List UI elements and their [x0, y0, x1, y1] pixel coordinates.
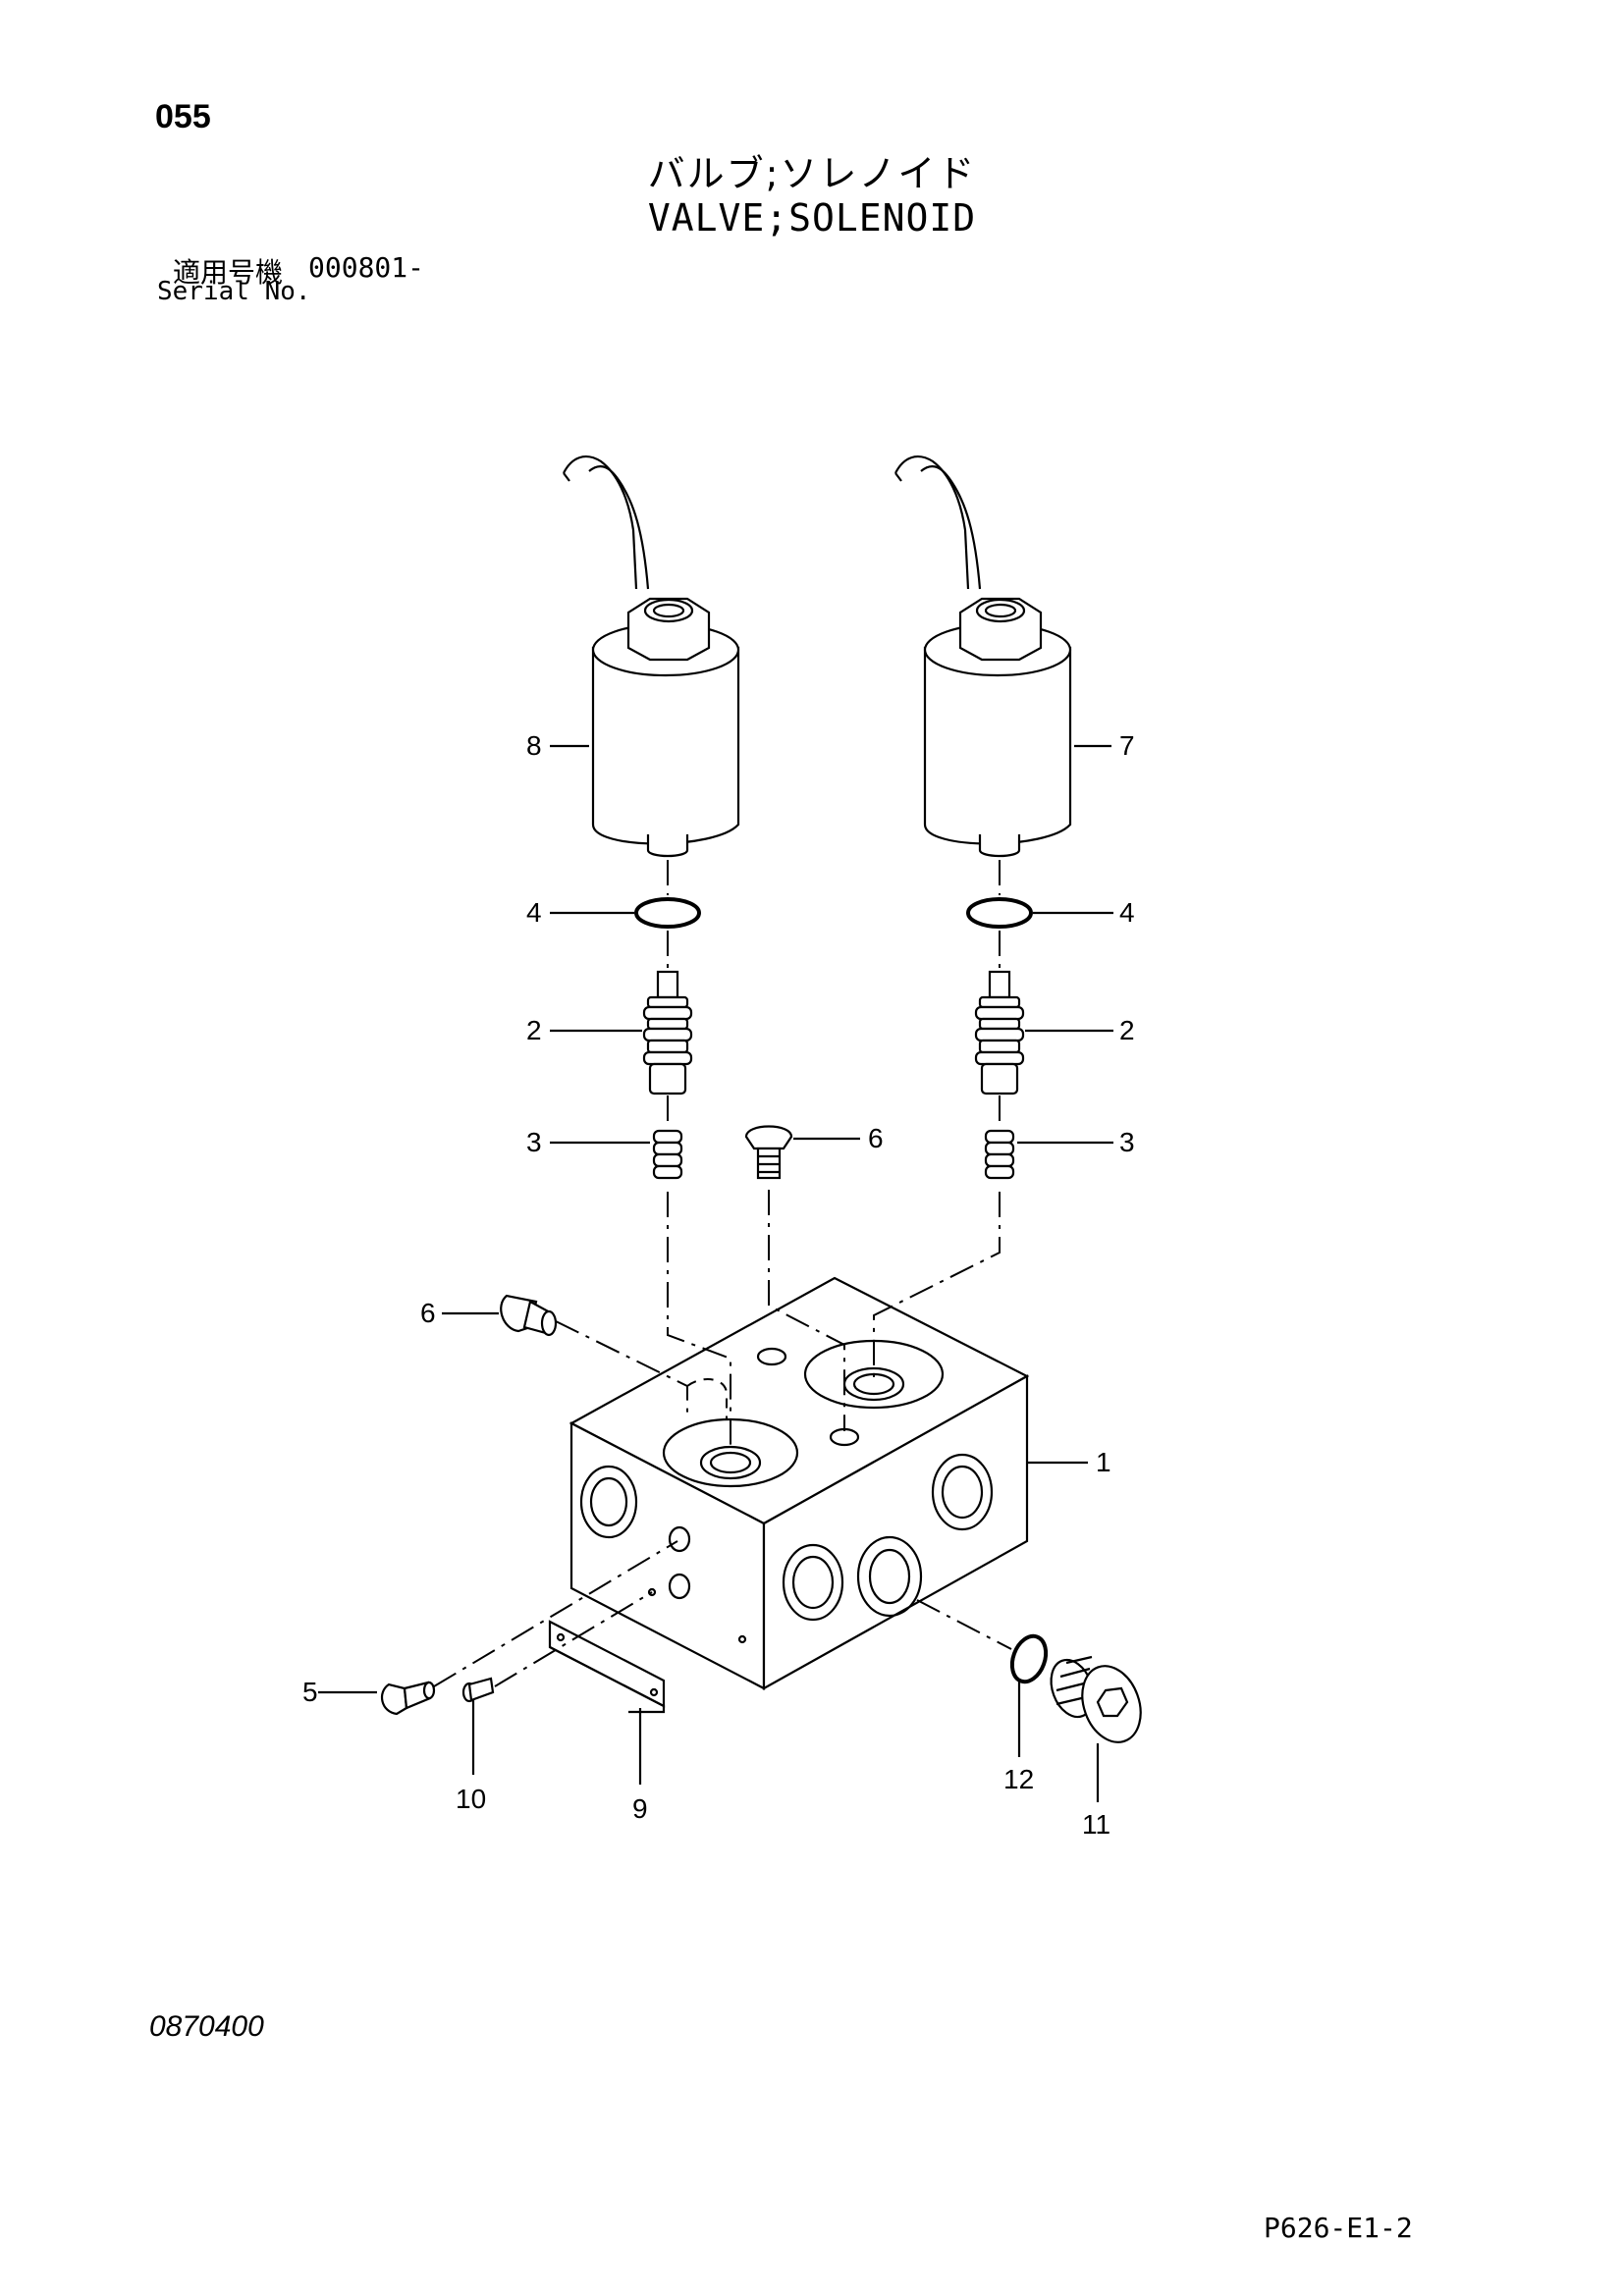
drawing-number: 0870400: [149, 2010, 264, 2043]
solenoid-coil-right: [894, 455, 1072, 858]
port-plug: [1050, 1655, 1142, 1743]
callout-10: 10: [456, 1784, 486, 1814]
plug-side: [500, 1294, 558, 1337]
spring-left: [652, 1129, 683, 1180]
callout-1: 1: [1096, 1447, 1111, 1477]
serial-label-english: Serial No.: [157, 277, 311, 306]
callout-2-left: 2: [526, 1015, 542, 1045]
callout-11: 11: [1082, 1809, 1110, 1840]
leader-lines: [318, 744, 1113, 1802]
sheet-code: P626-E1-2: [1264, 2212, 1413, 2244]
spring-right: [984, 1129, 1015, 1180]
screw-front: [380, 1681, 436, 1716]
solenoid-coil-left: [563, 455, 740, 858]
callout-6-top: 6: [868, 1123, 884, 1153]
page-number: 055: [155, 98, 211, 135]
callout-7: 7: [1119, 730, 1135, 761]
valve-body: [568, 1276, 1030, 1690]
o-ring-right: [966, 897, 1033, 929]
callout-3-left: 3: [526, 1127, 542, 1157]
callout-9: 9: [632, 1793, 648, 1824]
rivet: [461, 1677, 495, 1703]
callout-labels: 1 2 2 3 3 4 4 5 6 6 7 8 9 10 11 12: [302, 730, 1135, 1840]
serial-label-japanese: 適用号機: [173, 256, 284, 289]
port-o-ring: [1009, 1633, 1049, 1684]
callout-4-right: 4: [1119, 897, 1135, 928]
valve-cartridge-left: [642, 970, 693, 1095]
callout-4-left: 4: [526, 897, 542, 928]
plug-top: [744, 1125, 793, 1180]
callout-3-right: 3: [1119, 1127, 1135, 1157]
title-english: VALVE;SOLENOID: [647, 196, 977, 240]
callout-12: 12: [1003, 1764, 1034, 1794]
valve-cartridge-right: [974, 970, 1025, 1095]
name-plate: [548, 1620, 666, 1714]
callout-8: 8: [526, 730, 542, 761]
o-ring-left: [634, 897, 701, 929]
callout-6-side: 6: [420, 1298, 436, 1328]
assembly-lines: [433, 860, 1012, 1687]
callout-5: 5: [302, 1677, 318, 1707]
serial-range: 000801-: [308, 251, 425, 284]
callout-2-right: 2: [1119, 1015, 1135, 1045]
title-japanese: バルブ;ソレノイド: [647, 152, 977, 195]
